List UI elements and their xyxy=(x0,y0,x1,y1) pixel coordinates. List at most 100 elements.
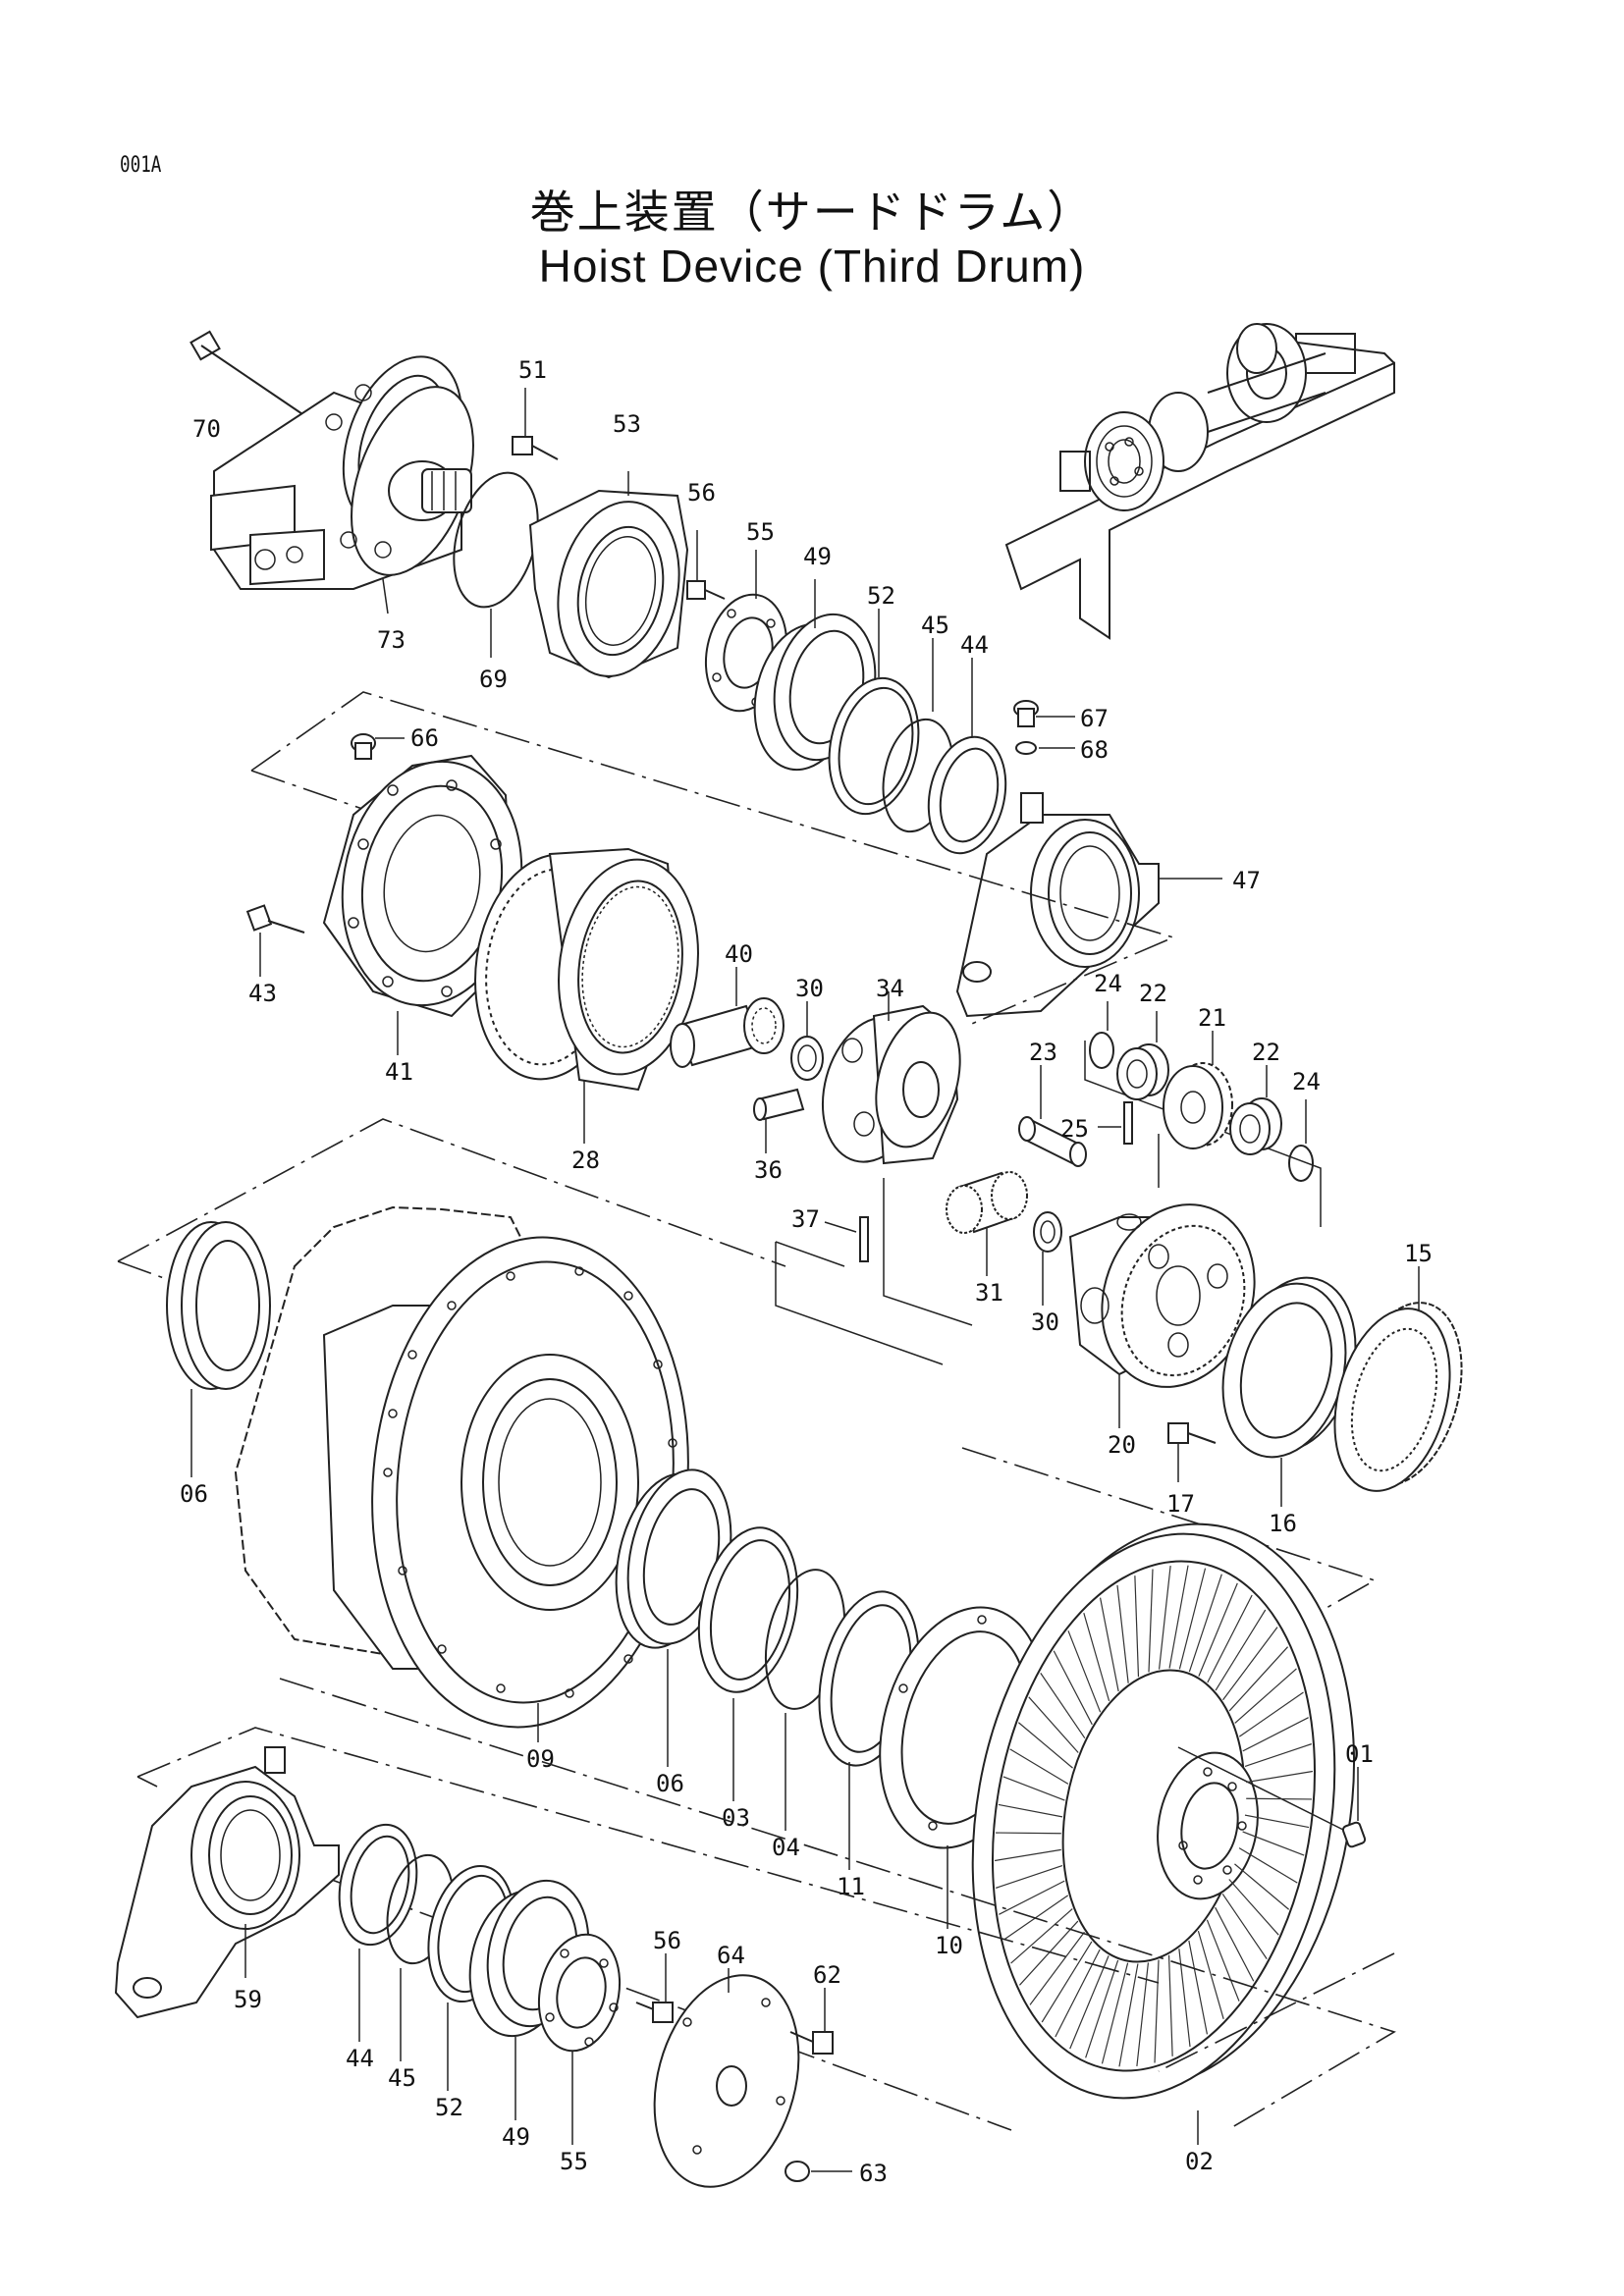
bolt-17-shape xyxy=(1167,1422,1217,1482)
drum-spoke-line xyxy=(1085,1959,1119,2058)
drum-spoke-line xyxy=(1010,1908,1073,1964)
drum-spoke-line xyxy=(1067,1630,1102,1713)
bolt-62-shape xyxy=(789,1988,834,2055)
drum-spoke-line xyxy=(1221,1894,1268,1959)
callout-52-bottom: 52 xyxy=(435,2094,463,2121)
gear-31-shape xyxy=(946,1171,1028,1276)
drum-spoke-line xyxy=(1116,1584,1129,1683)
washer-68-shape xyxy=(1015,741,1075,755)
drum-spoke-line xyxy=(1242,1717,1309,1752)
bolt-56-bottom-shape xyxy=(635,1953,674,2023)
pin-25-shape xyxy=(1098,1101,1133,1145)
callout-10: 10 xyxy=(935,1932,963,1959)
boundary-line-upper xyxy=(250,691,1176,1027)
callout-45-top: 45 xyxy=(921,612,949,639)
bearing-22-b-shape xyxy=(1229,1065,1282,1155)
callout-06-right: 06 xyxy=(656,1770,684,1797)
callout-30-top: 30 xyxy=(795,975,824,1002)
callout-51: 51 xyxy=(518,356,547,384)
drum-spoke-line xyxy=(1101,1962,1129,2064)
drum-spoke-line xyxy=(1167,1954,1173,2056)
callout-20: 20 xyxy=(1108,1431,1136,1459)
ring-16-shape xyxy=(1221,1276,1357,1507)
carrier-34-shape xyxy=(821,991,961,1165)
ring-03-shape xyxy=(697,1526,799,1801)
drum-spoke-line xyxy=(1118,1963,1139,2067)
callout-73: 73 xyxy=(377,626,406,654)
pin-37-shape xyxy=(824,1216,869,1262)
drum-spoke-line xyxy=(1238,1847,1298,1884)
callout-34: 34 xyxy=(876,975,904,1002)
callout-09: 09 xyxy=(526,1745,555,1773)
plug-63-shape xyxy=(785,2161,852,2182)
drum-spoke-line xyxy=(1198,1582,1238,1677)
drum-spoke-line xyxy=(1002,1776,1065,1801)
callout-52-top: 52 xyxy=(867,582,895,610)
callout-67: 67 xyxy=(1080,705,1109,732)
drum-spoke-line xyxy=(995,1832,1061,1835)
callout-37: 37 xyxy=(791,1205,820,1233)
drum-spoke-line xyxy=(1017,1722,1073,1769)
pillow-block-47-shape xyxy=(955,792,1222,1018)
drum-spoke-line xyxy=(1158,1565,1171,1670)
callout-15: 15 xyxy=(1404,1240,1433,1267)
title-japanese: 巻上装置（サードドラム） xyxy=(529,186,1095,239)
carrier-20-shape xyxy=(1068,1203,1256,1428)
drum-spoke-line xyxy=(1148,1569,1154,1673)
plug-66-shape xyxy=(351,733,405,760)
washer-30-bottom-shape xyxy=(1033,1211,1062,1306)
drum-spoke-line xyxy=(1069,1955,1110,2050)
callout-02: 02 xyxy=(1185,2148,1214,2175)
drum-spoke-line xyxy=(1040,1673,1086,1738)
seal-44-bottom-shape xyxy=(338,1823,418,2042)
drum-spoke-line xyxy=(1206,1919,1240,2002)
callout-55-bottom: 55 xyxy=(560,2148,588,2175)
drum-spoke-line xyxy=(1222,1627,1278,1701)
drum-spoke-line xyxy=(1244,1814,1310,1829)
callout-56-bottom: 56 xyxy=(653,1927,681,1954)
drum-spoke-line xyxy=(1154,1959,1160,2063)
drum-spoke-line xyxy=(1197,1930,1224,2019)
drum-spoke-line xyxy=(994,1848,1061,1862)
page-id: 001A xyxy=(120,153,162,178)
plug-01-shape xyxy=(1341,1767,1367,1848)
shaft-40-shape xyxy=(670,967,785,1068)
callout-30-bottom: 30 xyxy=(1031,1308,1059,1336)
machine-overview-sketch xyxy=(1004,323,1395,640)
callout-44-bottom: 44 xyxy=(346,2045,374,2072)
drum-spokes xyxy=(994,1565,1314,2067)
bearing-22-a-shape xyxy=(1116,1011,1169,1100)
callout-43: 43 xyxy=(248,980,277,1007)
drum-spoke-line xyxy=(1215,1906,1255,1982)
callout-56-top: 56 xyxy=(687,479,716,507)
drum-spoke-line xyxy=(1238,1691,1304,1737)
drum-spoke-line xyxy=(1188,1940,1209,2035)
callout-16: 16 xyxy=(1269,1510,1297,1537)
drum-spoke-line xyxy=(1083,1613,1110,1702)
pillow-block-59-shape xyxy=(114,1746,340,2019)
bolt-56-top-shape xyxy=(686,530,726,600)
bolt-43-shape xyxy=(245,904,305,977)
drum-spoke-line xyxy=(1246,1797,1313,1800)
callout-64: 64 xyxy=(717,1942,745,1969)
drum-spoke-line xyxy=(1028,1696,1079,1753)
ring-52-top-shape xyxy=(828,609,920,816)
callout-66: 66 xyxy=(410,724,439,752)
callout-24-a: 24 xyxy=(1094,970,1122,997)
drum-spoke-line xyxy=(1244,1743,1312,1768)
washer-24-a-shape xyxy=(1089,1001,1114,1069)
drum-02-shape xyxy=(971,1522,1356,2145)
pin-36-shape xyxy=(753,1088,805,1153)
callout-44-top: 44 xyxy=(960,631,989,659)
callout-55-top: 55 xyxy=(746,518,775,546)
gear-21-shape xyxy=(1163,1031,1233,1149)
drum-spoke-line xyxy=(1178,1568,1207,1670)
callout-06-left: 06 xyxy=(180,1480,208,1508)
washer-24-b-shape xyxy=(1288,1099,1314,1182)
callout-47: 47 xyxy=(1232,867,1261,894)
drum-spoke-line xyxy=(996,1864,1063,1889)
callout-28: 28 xyxy=(571,1147,600,1174)
drum-spoke-line xyxy=(1168,1565,1189,1669)
